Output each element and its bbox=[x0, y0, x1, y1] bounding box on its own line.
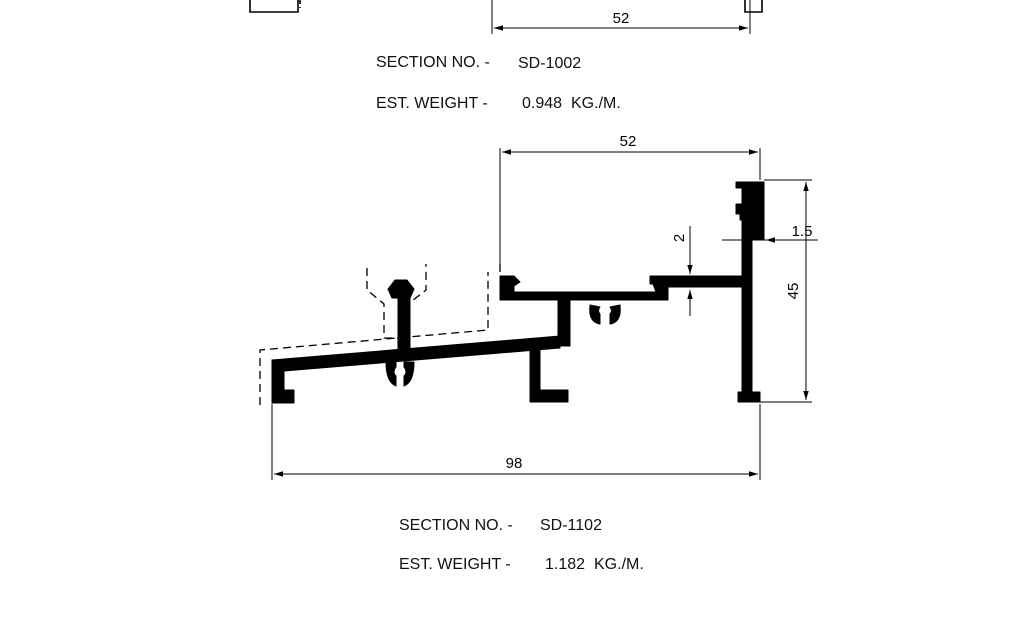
dim-height bbox=[760, 179, 812, 403]
lower-weight-label: EST. WEIGHT - bbox=[399, 556, 511, 573]
upper-section-number: SD-1002 bbox=[518, 55, 582, 72]
dim-overall-width bbox=[271, 404, 761, 480]
upper-section-label: SECTION NO. - bbox=[376, 54, 490, 71]
upper-width-dim-label: 52 bbox=[613, 10, 630, 27]
upper-weight-value: 0.948 bbox=[522, 95, 563, 112]
gasket-notches bbox=[396, 309, 609, 378]
upper-weight-label: EST. WEIGHT - bbox=[376, 95, 488, 112]
dim-wall-label: 2 bbox=[671, 234, 688, 242]
dim-lip-label: 1.5 bbox=[792, 223, 813, 240]
dim-top-width bbox=[499, 148, 761, 270]
dim-top-width-label: 52 bbox=[620, 133, 637, 150]
lower-weight-unit: KG./M. bbox=[594, 556, 644, 573]
dim-overall-width-label: 98 bbox=[506, 455, 523, 472]
profile-solid bbox=[271, 181, 765, 404]
lower-section-label: SECTION NO. - bbox=[399, 517, 513, 534]
upper-profile-fragment bbox=[249, 0, 763, 13]
upper-weight-unit: KG./M. bbox=[571, 95, 621, 112]
lower-section-number: SD-1102 bbox=[540, 517, 602, 534]
lower-weight-value: 1.182 bbox=[545, 556, 586, 573]
ghost-outline bbox=[259, 262, 501, 405]
lower-profile bbox=[259, 181, 765, 405]
dim-height-label: 45 bbox=[785, 283, 802, 300]
upper-width-dimension bbox=[491, 0, 751, 34]
